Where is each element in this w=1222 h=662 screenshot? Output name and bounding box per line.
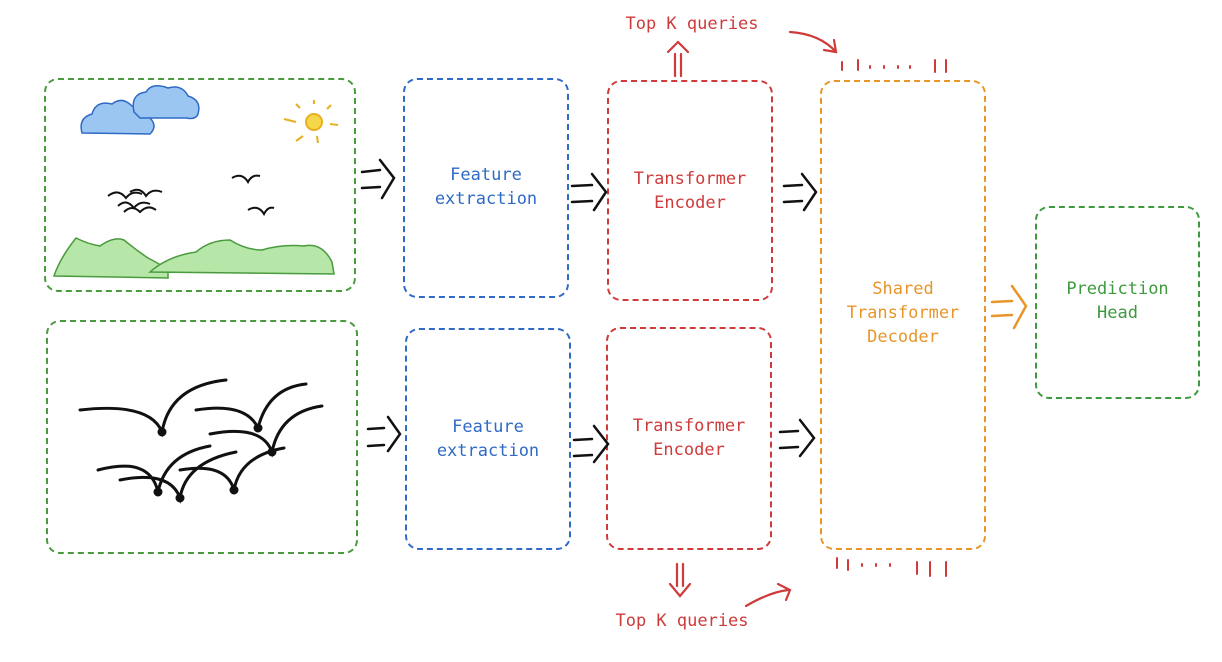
cloud-icon [80,85,200,135]
transformer-encoder-box-top [607,80,773,301]
bird-sketch-image [78,378,324,504]
top-k-queries-label-top: Top K queries [625,14,759,34]
prediction-head-box [1035,206,1200,399]
transformer-encoder-label-bottom: Transformer Encoder [632,416,746,460]
arrow-icon [360,158,818,464]
top-k-queries-label-bottom: Top K queries [615,611,749,631]
feature-extraction-box-bottom [405,328,571,550]
bird-icon [107,174,275,217]
bird-sketch-image-panel [46,320,358,554]
feature-extraction-label-top: Feature extraction [434,165,538,209]
transformer-encoder-label-top: Transformer Encoder [633,169,747,213]
transformer-encoder-box-bottom [606,327,772,550]
prediction-head-label: Prediction Head [1066,279,1169,323]
shared-transformer-decoder-box [820,80,986,550]
feature-extraction-label-bottom: Feature extraction [436,417,540,461]
query-tokens-icon [836,59,947,577]
landscape-image-panel [44,78,356,292]
arrow-icon [666,30,838,608]
mountain-icon [52,237,335,279]
sun-icon [283,100,339,144]
shared-transformer-decoder-label: Shared Transformer Decoder [846,279,960,347]
arrow-icon [990,284,1028,330]
feature-extraction-box-top [403,78,569,298]
